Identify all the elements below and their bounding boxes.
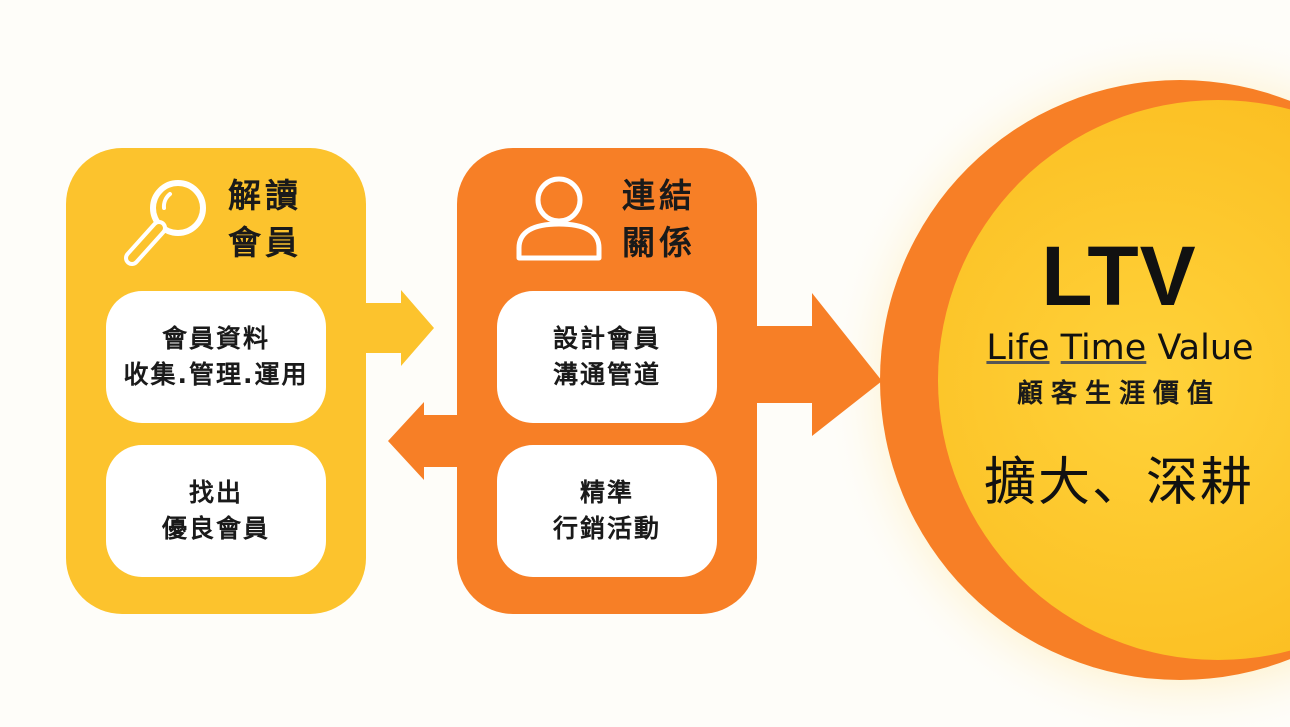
card-find-quality-members-line1: 找出 bbox=[188, 478, 243, 507]
card-member-data-line2: 收集.管理.運用 bbox=[123, 360, 309, 389]
panel-mid-heading: 連結 關係 bbox=[622, 172, 696, 266]
card-member-data: 會員資料 收集.管理.運用 bbox=[106, 291, 326, 423]
panel-connect-relationships: 連結 關係 設計會員 溝通管道 精準 行銷活動 bbox=[457, 148, 757, 614]
ltv-subtitle-word-life: Life bbox=[986, 328, 1050, 368]
arrow-right-yellow bbox=[366, 290, 434, 366]
ltv-subtitle-word-time: Time bbox=[1060, 328, 1147, 368]
card-precision-marketing: 精準 行銷活動 bbox=[497, 445, 717, 577]
ltv-slogan: 擴大、深耕 bbox=[983, 453, 1254, 513]
arrow-right-big bbox=[757, 293, 882, 436]
panel-understand-members: 解讀 會員 會員資料 收集.管理.運用 找出 優良會員 bbox=[66, 148, 366, 614]
card-communication-channels-line1: 設計會員 bbox=[552, 324, 661, 353]
panel-left-heading-line2: 會員 bbox=[228, 223, 302, 262]
card-precision-marketing-line1: 精準 bbox=[579, 478, 634, 507]
card-find-quality-members: 找出 優良會員 bbox=[106, 445, 326, 577]
ltv-title: LTV bbox=[1041, 229, 1197, 323]
card-member-data-line1: 會員資料 bbox=[161, 324, 270, 353]
person-icon bbox=[516, 176, 602, 261]
card-find-quality-members-line2: 優良會員 bbox=[161, 514, 270, 543]
panel-left-heading: 解讀 會員 bbox=[228, 172, 302, 266]
panel-left-heading-line1: 解讀 bbox=[228, 176, 302, 215]
sun-circle bbox=[938, 100, 1290, 660]
card-communication-channels-line2: 溝通管道 bbox=[552, 360, 661, 389]
panel-mid-heading-line1: 連結 bbox=[622, 176, 696, 215]
card-communication-channels: 設計會員 溝通管道 bbox=[497, 291, 717, 423]
ltv-subtitle: Life Time Value bbox=[955, 324, 1285, 372]
arrow-left-orange bbox=[388, 402, 457, 480]
card-precision-marketing-line2: 行銷活動 bbox=[552, 514, 661, 543]
panel-mid-heading-line2: 關係 bbox=[622, 223, 696, 262]
magnifier-icon bbox=[124, 180, 206, 266]
ltv-subtitle-word-value: Value bbox=[1157, 328, 1254, 368]
ltv-chinese-label: 顧客生涯價值 bbox=[1016, 379, 1221, 409]
